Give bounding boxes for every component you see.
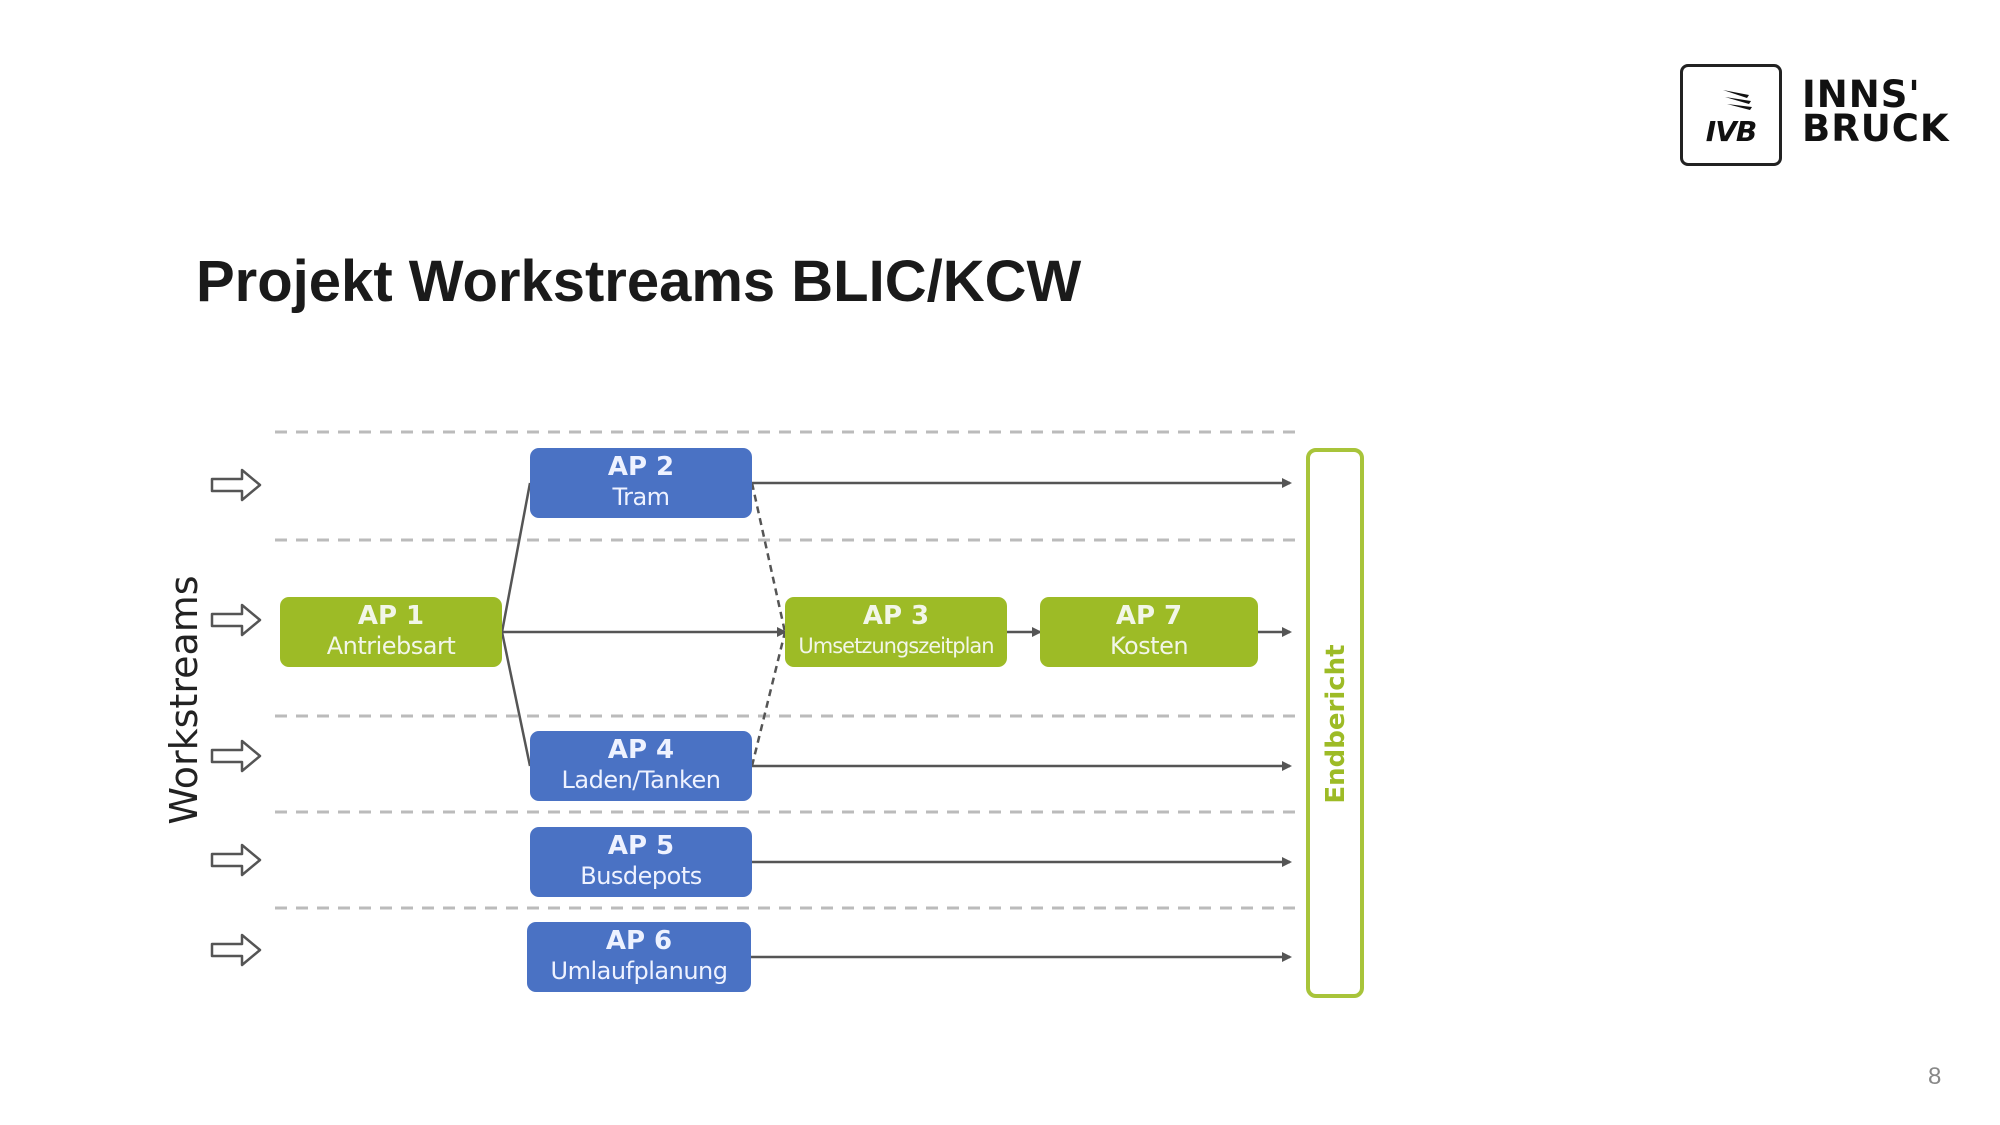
node-name: Umlaufplanung bbox=[550, 957, 728, 985]
node-code: AP 7 bbox=[1115, 601, 1183, 631]
swoosh-icon bbox=[1723, 90, 1752, 110]
node-name: Tram bbox=[612, 483, 670, 511]
edge-ap2-to-ap3 bbox=[750, 482, 787, 633]
ivb-logo: IVB bbox=[1680, 64, 1782, 166]
double-arrow-right-icon bbox=[210, 933, 262, 967]
node-ap6: AP 6 Umlaufplanung bbox=[527, 922, 751, 992]
node-code: AP 6 bbox=[605, 926, 673, 956]
double-arrow-right-icon bbox=[210, 843, 262, 877]
node-code: AP 5 bbox=[607, 831, 675, 861]
logo-line-1: INNS' bbox=[1802, 73, 1921, 116]
double-arrow-right-icon bbox=[210, 739, 262, 773]
edge-ap1-to-ap2 bbox=[500, 482, 532, 633]
node-code: AP 3 bbox=[862, 601, 930, 631]
edge-ap4-to-ap3 bbox=[750, 631, 787, 767]
node-ap7: AP 7 Kosten bbox=[1040, 597, 1258, 667]
page-title: Projekt Workstreams BLIC/KCW bbox=[196, 249, 1082, 314]
double-arrow-right-icon bbox=[210, 603, 262, 637]
lane-arrows bbox=[210, 468, 262, 967]
lane-dividers bbox=[275, 430, 1300, 910]
page-number: 8 bbox=[1928, 1063, 1942, 1090]
double-arrow-right-icon bbox=[210, 468, 262, 502]
node-name: Umsetzungszeitplan bbox=[798, 634, 994, 658]
node-code: AP 1 bbox=[357, 601, 425, 631]
node-code: AP 4 bbox=[607, 735, 675, 765]
edge-ap1-to-ap4 bbox=[500, 631, 532, 767]
node-ap3: AP 3 Umsetzungszeitplan bbox=[785, 597, 1007, 667]
node-code: AP 2 bbox=[607, 452, 675, 482]
node-name: Kosten bbox=[1109, 632, 1189, 660]
node-endbericht bbox=[1306, 448, 1364, 998]
ivb-logo-text: IVB bbox=[1705, 115, 1757, 148]
innsbruck-logo-text: INNS' BRUCK bbox=[1802, 73, 1950, 150]
node-ap1: AP 1 Antriebsart bbox=[280, 597, 502, 667]
node-ap5: AP 5 Busdepots bbox=[530, 827, 752, 897]
node-ap2: AP 2 Tram bbox=[530, 448, 752, 518]
workstreams-axis-label: Workstreams bbox=[162, 575, 206, 825]
node-name: Antriebsart bbox=[326, 632, 456, 660]
endbericht-label: Endbericht bbox=[1321, 644, 1351, 804]
node-ap4: AP 4 Laden/Tanken bbox=[530, 731, 752, 801]
connectors bbox=[500, 478, 1292, 962]
node-name: Laden/Tanken bbox=[561, 766, 722, 794]
logo-line-2: BRUCK bbox=[1802, 107, 1950, 150]
node-name: Busdepots bbox=[580, 862, 702, 890]
